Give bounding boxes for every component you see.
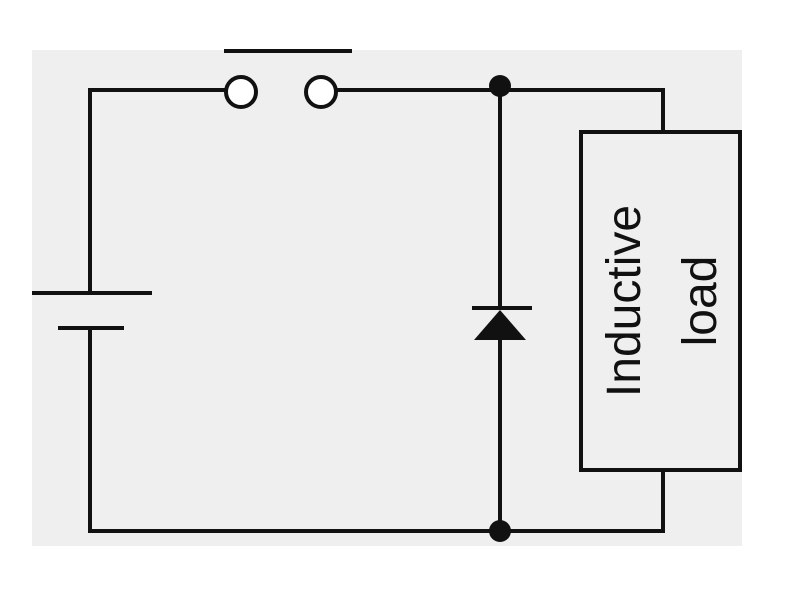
wire-top-right [334,88,665,134]
inductive-load-box [579,130,742,472]
switch-contact-right [304,75,338,109]
load-label-line1: Inductive [598,205,651,397]
junction-node-bottom [489,520,511,542]
wire-top-left [88,88,228,294]
wire-bottom-left [88,326,502,533]
junction-node-top [489,75,511,97]
switch-contact-left [224,75,258,109]
diode-triangle [474,310,526,340]
load-label-line2: load [674,256,727,347]
wire-bottom-right [498,468,665,533]
